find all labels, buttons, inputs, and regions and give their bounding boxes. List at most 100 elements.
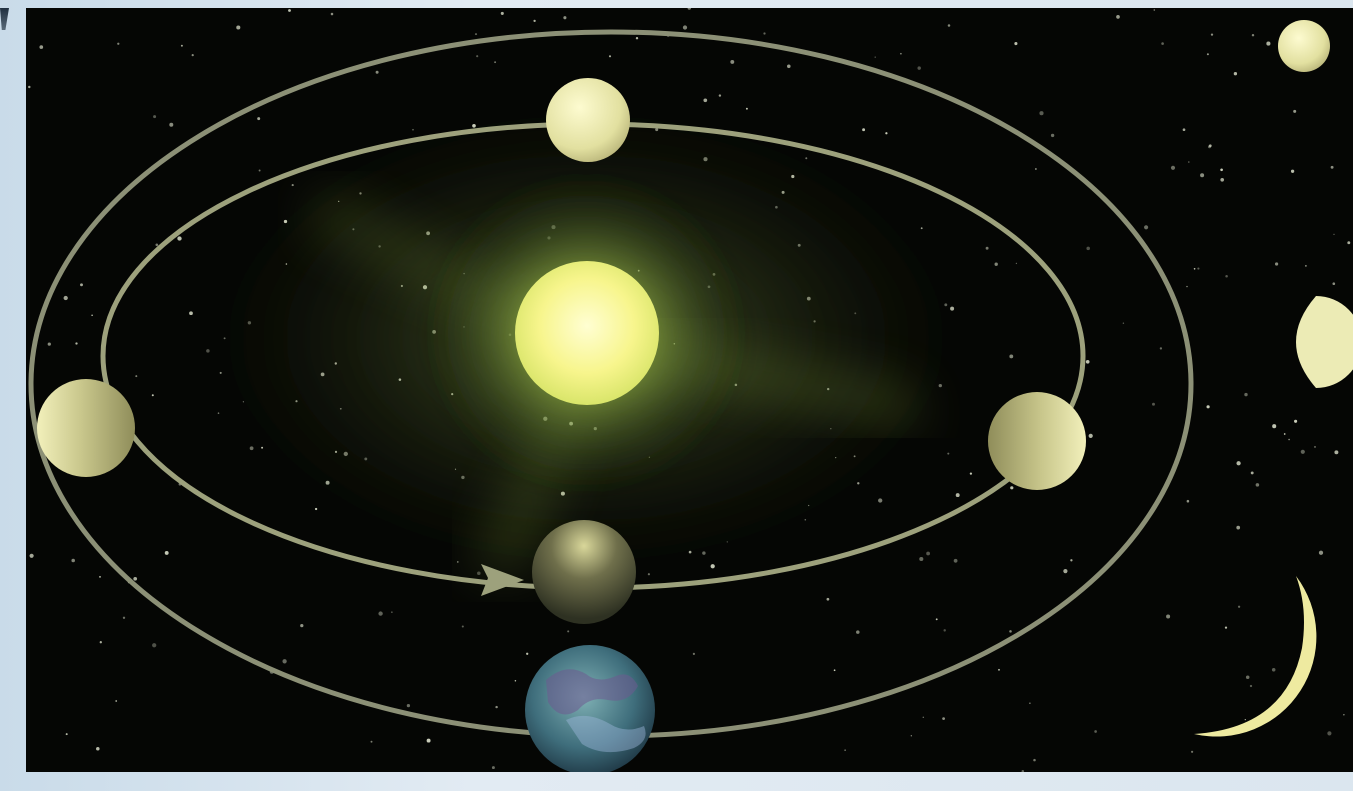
star: [533, 19, 536, 23]
earth: [525, 645, 655, 772]
star: [647, 573, 651, 576]
star: [1014, 42, 1018, 46]
star: [1300, 449, 1305, 454]
star: [1327, 731, 1332, 736]
star: [1186, 499, 1190, 503]
star: [1170, 165, 1176, 170]
star: [133, 576, 138, 581]
star: [99, 641, 102, 644]
star: [874, 56, 876, 58]
star: [1250, 471, 1254, 475]
star: [375, 70, 379, 74]
sun-glow: [206, 108, 966, 578]
star: [943, 629, 946, 632]
star: [1236, 525, 1241, 530]
star: [122, 616, 126, 619]
star: [1314, 446, 1316, 448]
star: [91, 314, 93, 317]
star: [461, 625, 464, 628]
star: [953, 558, 958, 563]
star: [1290, 169, 1295, 173]
star: [300, 623, 304, 628]
star: [844, 749, 846, 751]
star: [457, 561, 459, 563]
star: [878, 498, 883, 503]
star: [1333, 233, 1335, 236]
star: [1197, 267, 1200, 270]
star: [80, 283, 83, 287]
star: [885, 132, 888, 135]
star: [682, 25, 688, 30]
star: [135, 375, 138, 378]
star: [947, 452, 950, 455]
venus-bottom: [532, 520, 636, 624]
star: [1244, 392, 1248, 397]
star: [1152, 402, 1155, 406]
star: [65, 733, 68, 736]
star: [692, 652, 696, 656]
star: [910, 735, 912, 737]
star: [900, 52, 902, 55]
star: [1039, 111, 1044, 116]
star: [1122, 322, 1125, 324]
star: [730, 59, 735, 64]
star: [787, 64, 791, 69]
star: [1283, 433, 1286, 435]
star: [28, 85, 31, 89]
star: [947, 24, 951, 27]
star: [99, 576, 101, 578]
star: [151, 394, 154, 397]
star: [1305, 265, 1307, 267]
star: [1029, 702, 1031, 705]
star: [718, 94, 722, 97]
star: [1144, 225, 1149, 230]
star: [1153, 9, 1156, 11]
star: [258, 169, 261, 172]
star: [920, 227, 923, 230]
star: [1249, 684, 1253, 688]
star: [71, 558, 75, 563]
venus-top: [546, 78, 630, 162]
star: [1200, 173, 1205, 178]
star: [1244, 718, 1246, 721]
star: [985, 246, 989, 250]
star: [1237, 605, 1241, 608]
star: [1009, 354, 1014, 359]
star: [1293, 109, 1297, 113]
star: [1070, 559, 1073, 562]
star: [1332, 282, 1336, 286]
star: [1166, 614, 1171, 619]
star: [236, 25, 241, 30]
star: [1233, 72, 1238, 76]
star: [164, 550, 169, 555]
star: [1294, 419, 1298, 423]
star: [476, 55, 479, 58]
sun: [515, 261, 659, 405]
star: [370, 740, 373, 743]
star: [117, 42, 120, 45]
star: [96, 746, 100, 751]
star: [291, 184, 294, 187]
star: [687, 8, 692, 10]
venus-phase-crescent: [1194, 576, 1317, 737]
solar-illustration: [26, 8, 1353, 772]
star: [926, 551, 931, 556]
star: [406, 703, 411, 708]
star: [1251, 33, 1255, 37]
star: [474, 33, 478, 36]
illustration-canvas: [28, 8, 1353, 772]
star: [994, 262, 998, 266]
star: [155, 243, 159, 247]
star: [177, 236, 182, 241]
star: [1063, 569, 1068, 574]
star: [1236, 461, 1241, 466]
star: [1318, 550, 1324, 555]
star: [1224, 626, 1228, 629]
star: [1009, 630, 1012, 633]
star: [63, 295, 68, 301]
star: [1188, 161, 1190, 163]
star: [1094, 730, 1097, 733]
star: [494, 61, 497, 64]
star: [942, 717, 945, 720]
